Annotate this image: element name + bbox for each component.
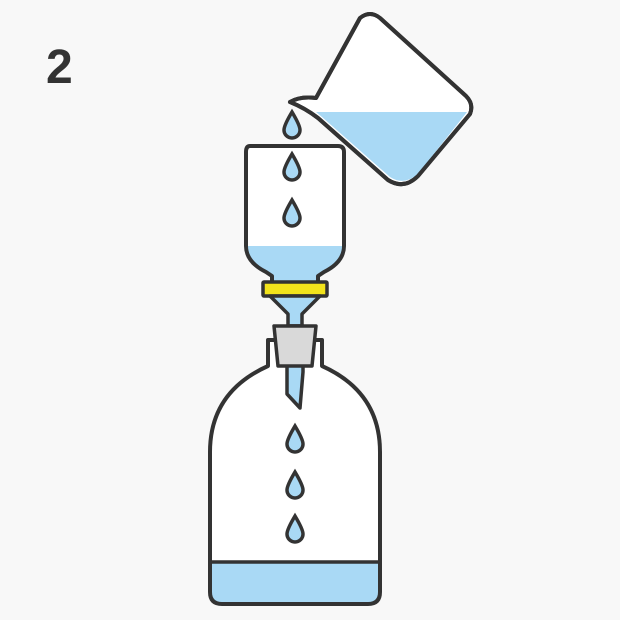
receiving-bottle-liquid [210, 562, 380, 604]
beaker-liquid [316, 112, 467, 181]
bottle-connector [268, 294, 322, 328]
step-number: 2 [46, 41, 73, 94]
pouring-beaker-icon [288, 12, 474, 187]
inverted-bottle-liquid [246, 246, 344, 284]
water-drop-icon [285, 422, 305, 454]
water-drop-icon [285, 468, 305, 500]
beaker-outline [288, 12, 474, 187]
receiving-bottle-outline [208, 338, 382, 606]
water-drop-icon [282, 196, 302, 228]
water-drop-icon [282, 108, 302, 140]
water-drop-icon [282, 150, 302, 182]
water-drop-icon [285, 512, 305, 544]
stopper-icon [272, 324, 318, 368]
yellow-ring-icon [261, 280, 329, 298]
